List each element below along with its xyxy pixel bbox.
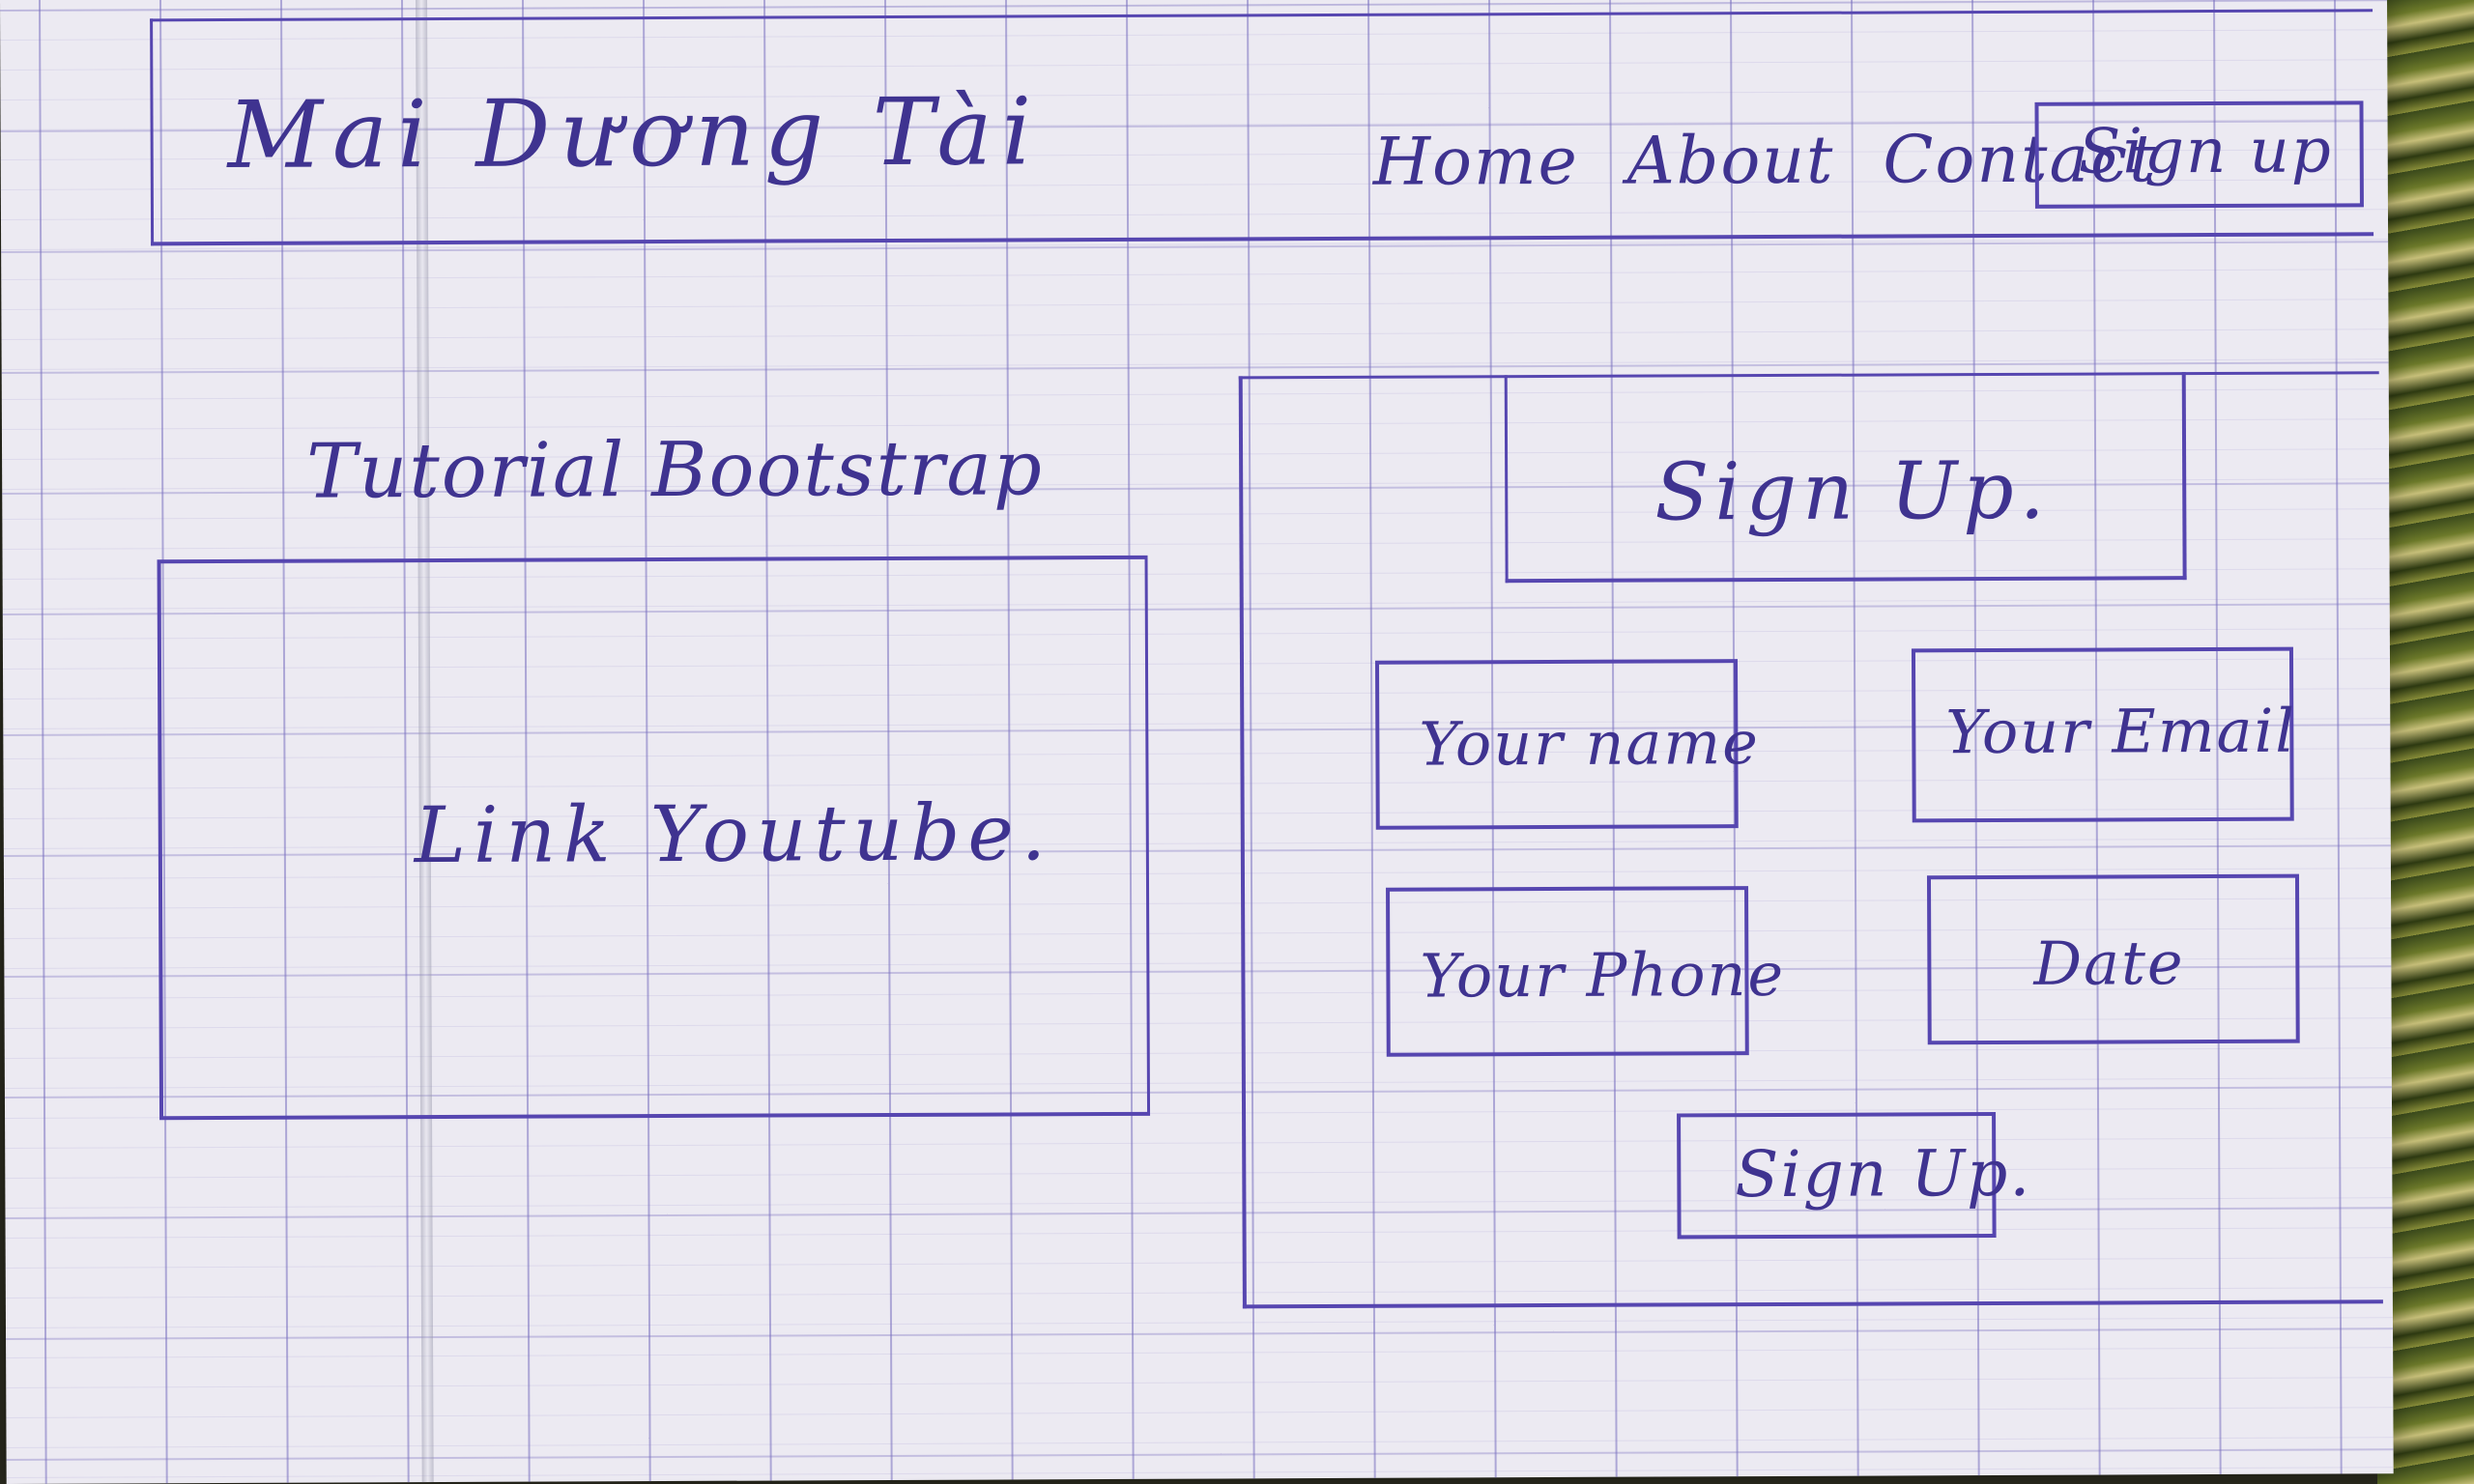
nav-link-about[interactable]: About: [1626, 122, 1835, 200]
date-field-placeholder: Date: [2033, 928, 2185, 999]
brand-logo[interactable]: Mai Dương Tài: [227, 77, 1042, 189]
phone-field-placeholder: Your Phone: [1420, 938, 1786, 1012]
signup-form-title: Sign Up.: [1654, 444, 2051, 539]
nav-link-home[interactable]: Home: [1372, 123, 1579, 201]
email-field-placeholder: Your Email: [1945, 695, 2297, 768]
video-placeholder-label: Link Youtube.: [414, 787, 1054, 881]
hero-title: Tutorial Bootstrap: [305, 425, 1045, 516]
signup-submit-label: Sign Up.: [1735, 1135, 2032, 1213]
sketch-paper: Mai Dương Tài Home About Contact Sign up…: [0, 0, 2394, 1484]
header-signup-label: Sign up: [2078, 115, 2333, 188]
name-field-placeholder: Your name: [1419, 707, 1761, 780]
desk-background: [2377, 0, 2474, 1484]
